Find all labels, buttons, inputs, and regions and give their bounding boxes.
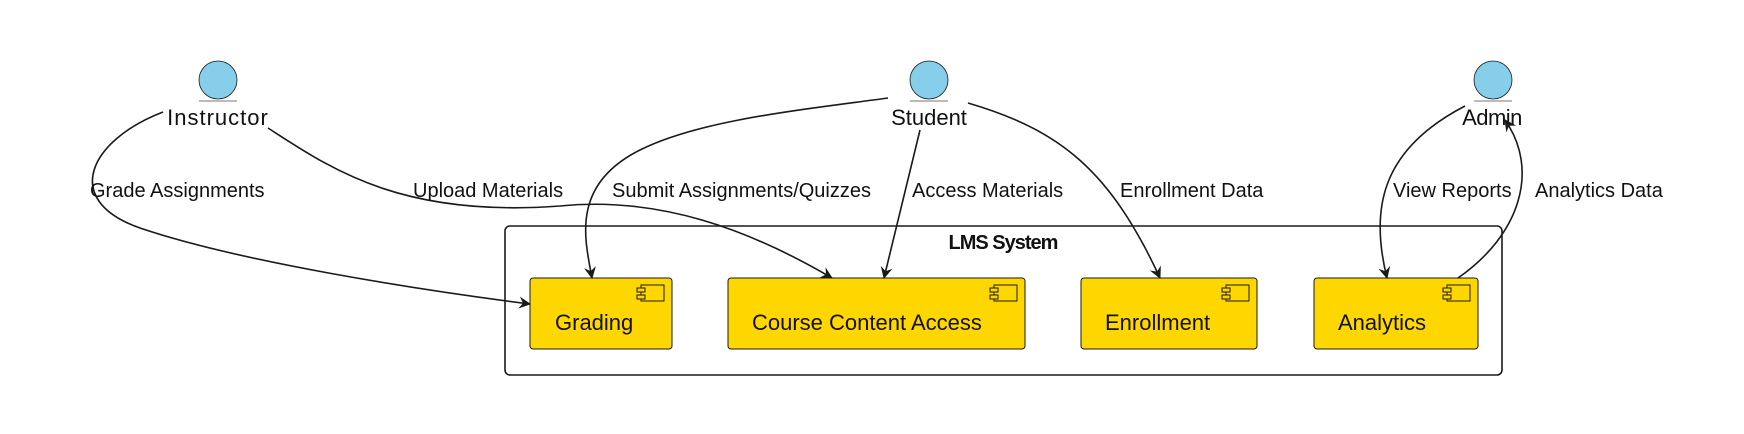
actor-instructor-label: Instructor (167, 105, 269, 130)
edge-access-materials (880, 129, 921, 279)
edge-label-analytics-data: Analytics Data (1535, 180, 1664, 202)
edge-label-grade-assignments: Grade Assignments (90, 180, 265, 202)
actor-instructor-icon (198, 60, 238, 100)
edge-view-reports (1378, 105, 1466, 279)
component-icon (1442, 284, 1471, 302)
actor-admin: Admin (1462, 60, 1522, 130)
component-grading-label: Grading (555, 310, 633, 335)
actor-student: Student (891, 60, 967, 130)
edge-submit-assignments (584, 97, 889, 279)
edge-upload-materials (267, 127, 833, 279)
actor-admin-icon (1473, 60, 1513, 100)
component-analytics: Analytics (1313, 277, 1479, 350)
edge-label-submit-assignments: Submit Assignments/Quizzes (612, 180, 871, 202)
edge-label-view-reports: View Reports (1393, 180, 1512, 202)
component-icon (1221, 284, 1250, 302)
edge-enrollment-data (967, 102, 1161, 279)
component-grading: Grading (529, 277, 673, 350)
edge-label-upload-materials: Upload Materials (413, 180, 563, 202)
component-course-content-access: Course Content Access (727, 277, 1026, 350)
component-analytics-label: Analytics (1338, 310, 1426, 335)
edge-label-enrollment-data: Enrollment Data (1120, 180, 1264, 202)
component-icon (989, 284, 1018, 302)
system-title: LMS System (949, 232, 1058, 254)
actor-instructor: Instructor (167, 60, 269, 130)
edge-analytics-data (1457, 119, 1523, 279)
component-enrollment: Enrollment (1080, 277, 1258, 350)
component-icon (636, 284, 665, 302)
actor-student-label: Student (891, 105, 967, 130)
component-enrollment-label: Enrollment (1105, 310, 1210, 335)
component-course-content-label: Course Content Access (752, 310, 982, 335)
actor-admin-label: Admin (1462, 105, 1522, 130)
edge-label-access-materials: Access Materials (912, 180, 1063, 202)
edge-grade-assignments (91, 111, 531, 309)
actor-student-icon (909, 60, 949, 100)
